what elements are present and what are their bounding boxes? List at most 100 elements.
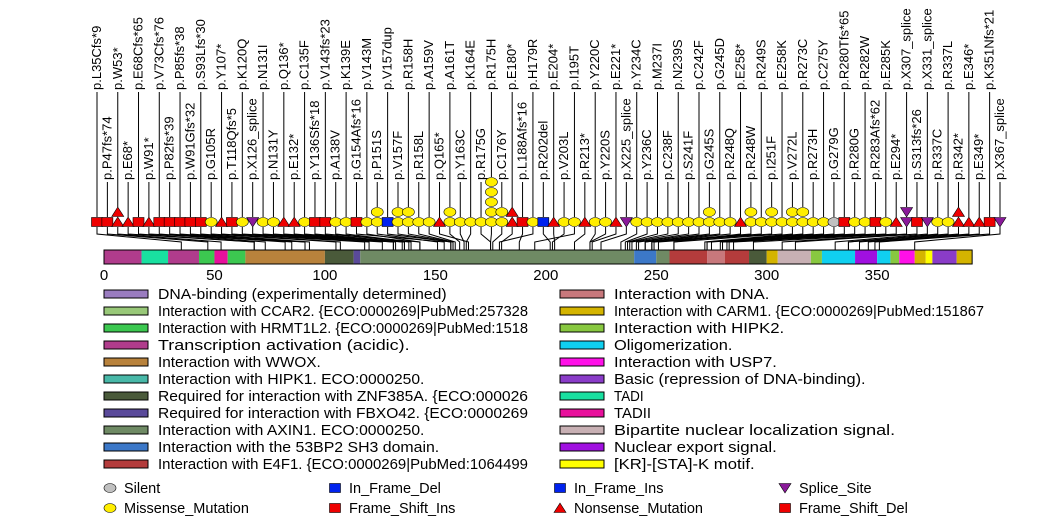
domain-legend-swatch [559, 357, 605, 367]
mutation-marker [267, 217, 280, 227]
mutation-label: p.X367_splice [992, 98, 1007, 180]
mutation-marker [184, 217, 197, 227]
domain-segment [168, 250, 199, 264]
domain-legend-swatch [103, 340, 149, 350]
mutation-marker [733, 216, 748, 227]
mutation-label: p.R248Q [722, 128, 737, 180]
domain-segment [925, 250, 933, 264]
mutation-label: p.R175H [483, 39, 498, 90]
mutation-label: p.V143M [359, 38, 374, 90]
domain-legend-swatch [103, 442, 149, 452]
mutation-marker [911, 217, 923, 227]
mutation-marker [174, 217, 186, 227]
domain-legend-label: TADI [614, 389, 644, 405]
mutation-label: p.G154Afs*16 [348, 99, 363, 180]
domain-legend-swatch [559, 306, 605, 316]
domain-segment [914, 250, 926, 264]
mutation-label: p.X126_splice [245, 98, 260, 180]
domain-legend-swatch [559, 425, 605, 435]
type-legend-marker [103, 503, 117, 513]
mutation-connector [117, 227, 222, 250]
mutation-marker [578, 216, 592, 227]
mutation-marker [381, 217, 394, 227]
mutation-marker [941, 217, 955, 227]
mutation-marker [163, 217, 176, 227]
mutation-marker [609, 216, 623, 227]
mutation-label: p.K120Q [234, 39, 249, 90]
domain-segment [707, 250, 725, 264]
mutation-marker [858, 217, 872, 227]
mutation-marker [422, 217, 436, 227]
domain-legend-label: Oligomerization. [614, 338, 732, 354]
mutation-marker [869, 217, 882, 227]
mutation-connector [492, 227, 503, 250]
domain-legend-label: Interaction with CARM1. {ECO:0000269|Pub… [614, 304, 984, 320]
mutation-connector [620, 227, 638, 250]
mutation-marker [226, 217, 238, 227]
x-tick-label: 350 [865, 267, 890, 284]
mutation-marker [920, 217, 934, 228]
mutation-marker [568, 217, 581, 227]
mutation-connector [397, 227, 452, 250]
mutation-marker [962, 216, 976, 227]
mutation-connector [366, 227, 421, 250]
domain-legend-label: Interaction with WWOX. [158, 355, 321, 371]
mutation-label: p.G245S [701, 128, 716, 180]
type-legend-marker [554, 483, 566, 493]
mutation-marker [516, 217, 529, 227]
domain-legend-swatch [103, 425, 149, 435]
mutation-label: p.V73Cfs*76 [151, 17, 166, 90]
mutation-marker [236, 217, 249, 227]
mutation-marker [319, 217, 332, 227]
mutation-connector [574, 227, 586, 250]
mutation-marker [983, 217, 996, 227]
mutation-connector [449, 227, 461, 250]
mutation-label: p.N239S [670, 39, 685, 90]
mutation-connector [407, 227, 454, 250]
mutation-connector [591, 227, 617, 250]
mutation-label: p.Y220S [598, 130, 613, 180]
mutation-label: p.E285K [878, 40, 893, 90]
mutation-marker [277, 216, 291, 227]
mutation-connector [534, 227, 575, 250]
mutation-marker [91, 217, 103, 227]
mutation-marker [485, 197, 498, 207]
mutation-connector [518, 227, 524, 250]
mutation-connector [465, 227, 472, 250]
domain-legend-label: Interaction with DNA. [614, 287, 769, 303]
domain-legend-label: Interaction with E4F1. {ECO:0000269|PubM… [158, 457, 528, 473]
mutation-connector [179, 227, 293, 250]
mutation-label: p.E204* [546, 44, 561, 90]
mutation-label: p.X331_splice [919, 8, 934, 90]
type-legend-label: In_Frame_Ins [574, 481, 663, 497]
mutation-label: p.A138V [328, 130, 343, 180]
domain-legend-label: Interaction with the 53BP2 SH3 domain. [158, 440, 439, 456]
domain-segment [353, 250, 361, 264]
domain-legend-label: Bipartite nuclear localization signal. [614, 423, 895, 439]
domain-legend-swatch [103, 289, 149, 299]
mutation-label: p.E68Cfs*65 [131, 17, 146, 90]
type-legend-label: Splice_Site [799, 481, 872, 497]
mutation-connector [627, 227, 658, 250]
domain-segment [104, 250, 142, 264]
mutation-label: p.W53* [110, 47, 125, 90]
domain-segment [932, 250, 957, 264]
domain-segment [899, 250, 915, 264]
mutation-marker [744, 207, 758, 217]
type-legend-label: Frame_Shift_Ins [349, 501, 455, 517]
mutation-label: p.E294* [888, 134, 903, 180]
domain-segment [198, 250, 215, 264]
mutation-label: p.R273H [805, 129, 820, 180]
mutation-label: p.C238F [660, 130, 675, 180]
type-legend-marker [103, 483, 117, 493]
mutation-label: p.E258K [774, 40, 789, 90]
mutation-marker [951, 206, 966, 217]
mutation-connector [158, 227, 266, 250]
mutation-connector [653, 227, 762, 250]
mutation-connector [169, 227, 286, 250]
protein-bar-outline [103, 249, 973, 265]
mutation-connector [106, 227, 209, 250]
mutation-label: p.R248W [743, 125, 758, 180]
domain-segment [766, 250, 778, 264]
mutation-connector [834, 227, 928, 250]
